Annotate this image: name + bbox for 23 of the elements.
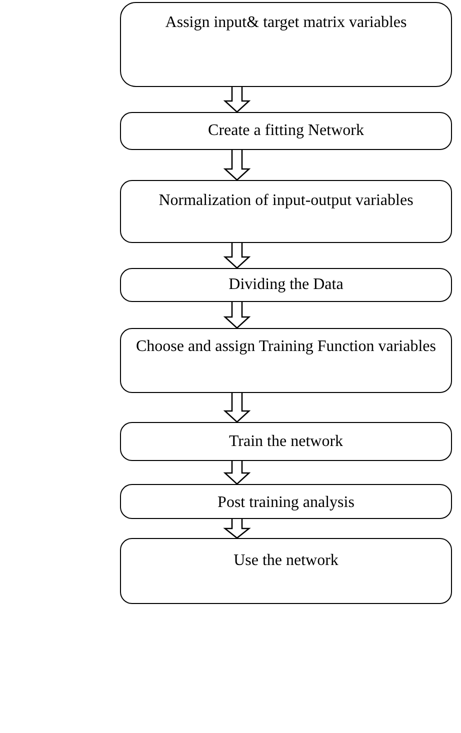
process-box bbox=[120, 422, 452, 461]
step-label: Dividing the Data bbox=[228, 275, 344, 295]
step-label: Train the network bbox=[228, 432, 344, 452]
step-label: Use the network bbox=[234, 551, 338, 571]
block-arrow bbox=[223, 392, 251, 423]
block-arrow bbox=[223, 149, 251, 181]
process-box bbox=[120, 112, 452, 150]
process-box bbox=[120, 2, 452, 87]
block-arrow bbox=[223, 86, 251, 113]
process-box bbox=[120, 328, 452, 393]
step-label: Post training analysis bbox=[218, 493, 354, 513]
process-box bbox=[120, 180, 452, 243]
process-box bbox=[120, 268, 452, 302]
step-label: Normalization of input-output variables bbox=[158, 191, 414, 211]
block-arrow bbox=[223, 301, 251, 329]
step-label: Assign input& target matrix variables bbox=[165, 13, 407, 33]
process-box bbox=[120, 484, 452, 519]
step-label: Choose and assign Training Function variables bbox=[136, 337, 436, 357]
block-arrow bbox=[223, 460, 251, 485]
block-arrow bbox=[223, 242, 251, 269]
block-arrow bbox=[223, 518, 251, 539]
step-label: Create a fitting Network bbox=[208, 121, 364, 141]
process-box bbox=[120, 538, 452, 604]
